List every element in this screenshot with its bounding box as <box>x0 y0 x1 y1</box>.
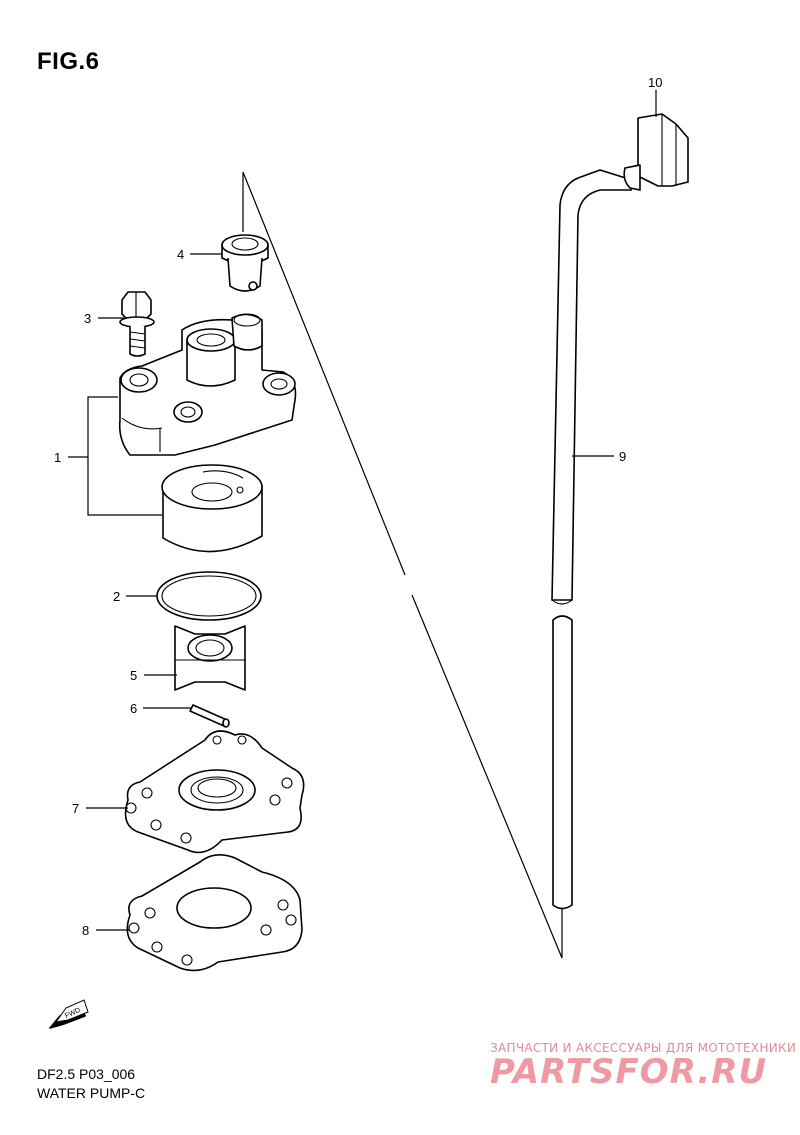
part-3-bolt[interactable] <box>119 291 155 357</box>
callout-6: 6 <box>130 701 137 716</box>
callout-5: 5 <box>130 668 137 683</box>
part-9-water-tube[interactable] <box>551 169 633 910</box>
callout-3: 3 <box>84 311 91 326</box>
part-10-grommet[interactable] <box>623 113 689 191</box>
assembly-reference-line-lower <box>411 594 563 959</box>
part-1-impeller-cup[interactable] <box>161 464 263 553</box>
part-7-plate[interactable] <box>124 730 305 854</box>
callout-4: 4 <box>177 247 184 262</box>
callout-8: 8 <box>82 923 89 938</box>
assembly-reference-line <box>242 171 406 576</box>
figure-title: FIG.6 <box>37 48 100 75</box>
callout-10: 10 <box>648 75 662 90</box>
watermark-subtitle: ЗАПЧАСТИ И АКСЕССУАРЫ ДЛЯ МОТОТЕХНИКИ <box>490 1041 797 1055</box>
callout-1-bracket <box>87 396 162 516</box>
callout-9: 9 <box>619 449 626 464</box>
callout-2: 2 <box>113 589 120 604</box>
part-6-pin[interactable] <box>189 704 230 728</box>
callout-1: 1 <box>54 450 61 465</box>
callout-7: 7 <box>72 801 79 816</box>
watermark-logo: PARTSFOR.RU <box>490 1052 768 1092</box>
part-4-guide[interactable] <box>221 234 269 292</box>
fwd-arrow-icon: FWD <box>49 999 89 1029</box>
part-2-o-ring[interactable] <box>156 571 262 621</box>
model-code: DF2.5 P03_006 <box>37 1066 136 1082</box>
part-1-pump-case[interactable] <box>118 313 297 456</box>
part-8-gasket[interactable] <box>126 854 303 972</box>
section-title: WATER PUMP-C <box>37 1085 146 1101</box>
part-5-impeller[interactable] <box>174 625 246 691</box>
